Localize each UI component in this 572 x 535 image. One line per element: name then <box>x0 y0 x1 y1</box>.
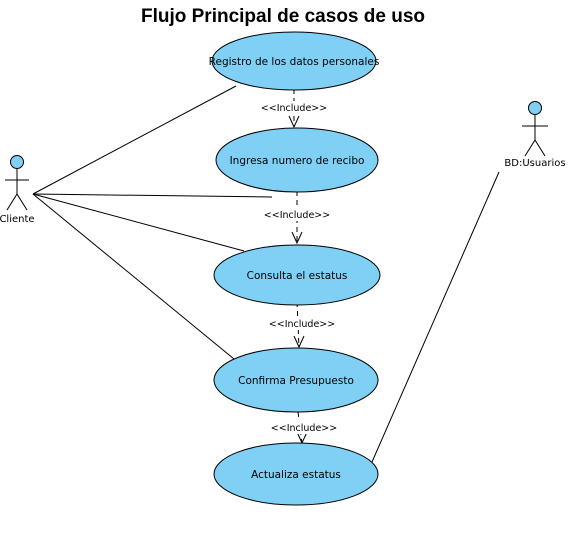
actor-label-bd-usuarios: BD:Usuarios <box>504 158 565 169</box>
actor-bd-usuarios[interactable] <box>522 101 548 157</box>
actor-head <box>10 155 24 169</box>
use-case-label: Actualiza estatus <box>251 469 341 481</box>
use-case-registro[interactable]: Registro de los datos personales <box>209 31 380 91</box>
use-case-actualiza-estatus[interactable]: Actualiza estatus <box>213 442 379 506</box>
association-cliente-uc2 <box>32 193 273 198</box>
association-bd-uc5 <box>371 171 500 463</box>
diagram-title: Flujo Principal de casos de uso <box>141 6 425 27</box>
association-cliente-uc4 <box>32 193 235 360</box>
use-case-confirma-presupuesto[interactable]: Confirma Presupuesto <box>213 347 379 413</box>
actor-label-cliente: Cliente <box>0 214 35 225</box>
include-labels: <<Include>> <<Include>> <<Include>> <<In… <box>261 101 337 434</box>
use-case-ingresa-recibo[interactable]: Ingresa numero de recibo <box>215 127 379 193</box>
include-label: <<Include>> <box>271 423 337 434</box>
include-label: <<Include>> <box>269 319 335 330</box>
use-case-label: Registro de los datos personales <box>209 56 380 68</box>
include-uc2-uc3 <box>291 191 303 245</box>
association-cliente-uc1 <box>32 85 237 195</box>
include-label: <<Include>> <box>264 210 330 221</box>
include-label: <<Include>> <box>261 103 327 114</box>
actor-cliente[interactable] <box>5 155 29 211</box>
association-cliente-uc3 <box>32 193 245 252</box>
use-case-label: Consulta el estatus <box>247 270 348 282</box>
use-case-label: Confirma Presupuesto <box>238 375 354 387</box>
use-case-label: Ingresa numero de recibo <box>230 155 365 167</box>
use-case-consulta-estatus[interactable]: Consulta el estatus <box>213 244 381 306</box>
associations <box>32 85 500 463</box>
actor-head <box>528 101 542 115</box>
